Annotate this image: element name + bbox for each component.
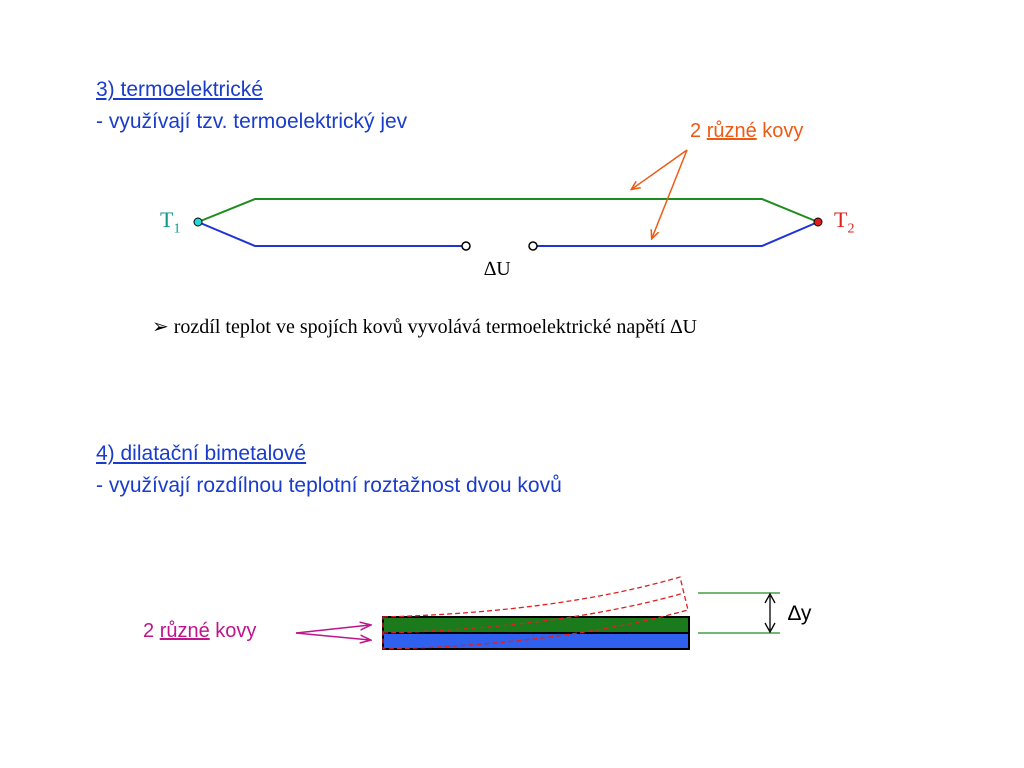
t2-sub: 2: [847, 221, 855, 237]
metals-label-underlined: různé: [159, 620, 210, 642]
metals-label-prefix: 2: [690, 120, 707, 142]
section3-bullet: ➢ rozdíl teplot ve spojích kovů vyvolává…: [152, 314, 697, 339]
delta-y-arrow-up: [764, 592, 776, 604]
junction-t2: [813, 217, 823, 227]
metals-label-underlined: různé: [706, 120, 757, 142]
t2-main: T: [834, 207, 848, 232]
magenta-arrow-to-green: [295, 625, 370, 634]
metals-label-suffix: kovy: [756, 120, 804, 142]
orange-arrow-to-blue: [652, 149, 688, 238]
bent-strip-midline: [382, 592, 685, 634]
junction-t1: [193, 217, 203, 227]
bimetal-green-strip: [382, 616, 690, 634]
section3-subtitle: - využívají tzv. termoelektrický jev: [96, 110, 408, 133]
section4-heading: 4) dilatační bimetalové: [96, 442, 307, 465]
delta-y-arrow-down: [764, 622, 776, 634]
bent-strip-outline: [382, 576, 689, 650]
t1-sub: 1: [173, 221, 181, 237]
section4-subtitle: - využívají rozdílnou teplotní roztažnos…: [96, 474, 562, 497]
bullet-text: rozdíl teplot ve spojích kovů vyvolává t…: [173, 316, 697, 338]
magenta-arrow-to-blue: [295, 632, 370, 640]
t1-main: T: [160, 207, 174, 232]
bullet-arrow-icon: ➢: [152, 316, 169, 338]
t1-label: T1: [160, 207, 180, 237]
section3-heading: 3) termoelektrické: [96, 78, 263, 101]
metals-label-prefix: 2: [143, 620, 160, 642]
delta-y-label: ∆y: [788, 602, 812, 625]
section3-metals-label: 2 různé kovy: [690, 120, 803, 143]
bimetal-blue-strip: [382, 632, 690, 650]
t2-label: T2: [834, 207, 854, 237]
blue-wire-right: [533, 221, 819, 247]
metals-label-suffix: kovy: [209, 620, 257, 642]
green-wire: [197, 198, 819, 223]
delta-u-label: ∆U: [484, 258, 511, 280]
terminal-right: [528, 241, 538, 251]
blue-wire-left: [197, 221, 466, 247]
section4-metals-label: 2 různé kovy: [143, 620, 256, 643]
orange-arrow-to-green: [632, 149, 688, 189]
terminal-left: [461, 241, 471, 251]
